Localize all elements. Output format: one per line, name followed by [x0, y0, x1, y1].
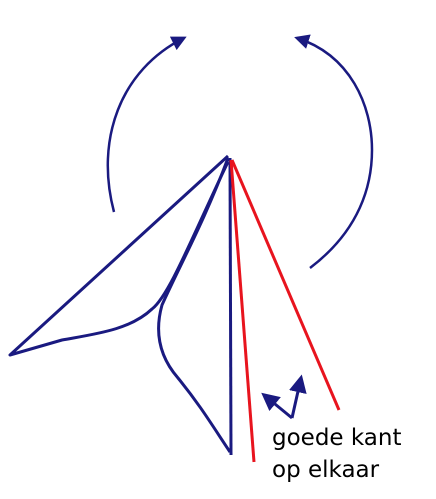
caption-line-1: goede kant [272, 425, 402, 451]
pointer-arrow-left [261, 392, 293, 420]
caption-line-2: op elkaar [272, 457, 380, 483]
center-fold-line [228, 157, 233, 456]
outer-fold-panel [8, 154, 230, 357]
inner-fold-panel [157, 157, 232, 453]
caption: goede kant op elkaar [272, 422, 402, 486]
left-curved-arrow [106, 36, 187, 213]
pointer-arrow-right [289, 374, 307, 419]
red-line-left [229, 159, 256, 463]
red-line-right [230, 159, 341, 411]
right-curved-arrow [294, 34, 374, 269]
